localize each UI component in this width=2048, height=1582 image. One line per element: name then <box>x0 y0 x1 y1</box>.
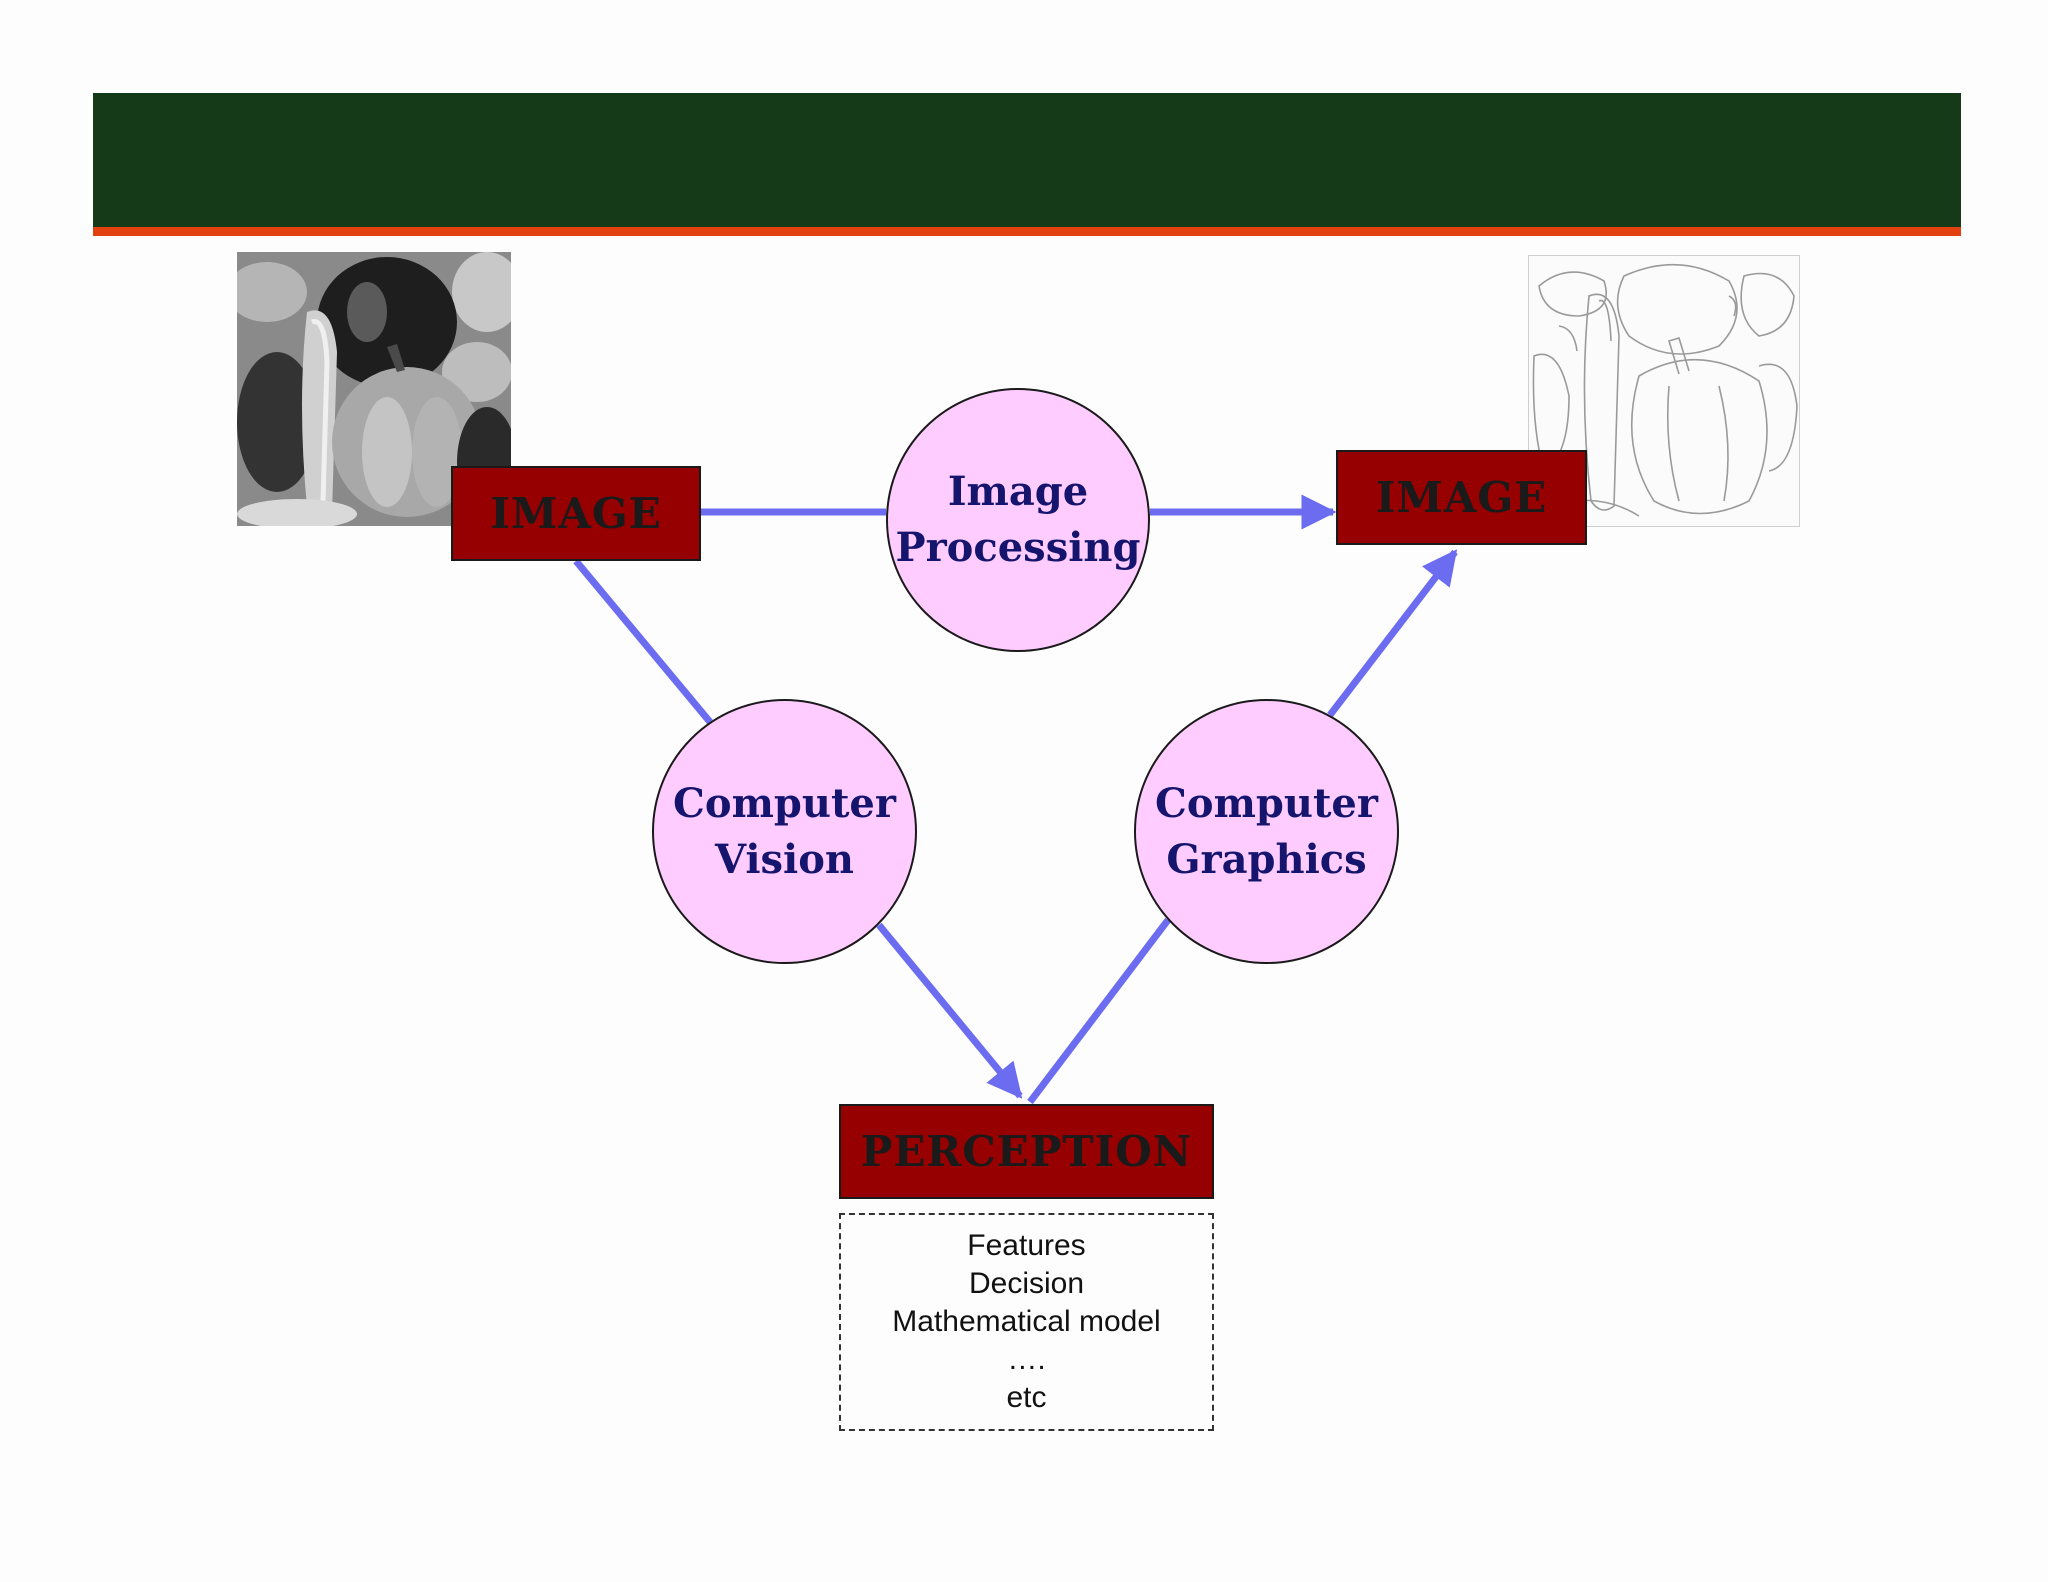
arrow-graphics-to-image <box>1327 549 1458 718</box>
line-perception-to-graphics <box>1027 917 1171 1105</box>
computer-graphics-line1: Computer <box>1155 779 1378 827</box>
note-item: Decision <box>968 1267 1085 1300</box>
line-image-to-vision <box>573 558 713 725</box>
image-processing-line2: Processing <box>895 524 1141 571</box>
computer-graphics-line2: Graphics <box>1166 835 1367 883</box>
image-output-box: IMAGE <box>1336 450 1587 545</box>
note-item: …. <box>1007 1343 1046 1376</box>
perception-label: PERCEPTION <box>860 1127 1193 1176</box>
perception-notes-box: Features Decision Mathematical model …. … <box>839 1213 1214 1431</box>
image-output-label: IMAGE <box>1375 473 1548 522</box>
note-item: etc <box>1006 1381 1047 1414</box>
perception-box: PERCEPTION <box>839 1104 1214 1199</box>
computer-vision-node: Computer Vision <box>652 699 917 964</box>
computer-vision-line1: Computer <box>673 779 896 827</box>
image-processing-node: Image Processing <box>886 388 1150 652</box>
note-item: Mathematical model <box>892 1305 1161 1338</box>
computer-vision-line2: Vision <box>714 835 854 883</box>
image-input-label: IMAGE <box>490 489 662 538</box>
image-input-box: IMAGE <box>451 466 701 561</box>
header-bar <box>93 93 1961 227</box>
note-item: Features <box>967 1229 1086 1262</box>
header-accent-line <box>93 227 1961 236</box>
arrow-vision-to-perception <box>876 922 1023 1099</box>
computer-graphics-node: Computer Graphics <box>1134 699 1399 964</box>
source-photo <box>237 252 511 526</box>
image-processing-line1: Image <box>947 468 1089 515</box>
